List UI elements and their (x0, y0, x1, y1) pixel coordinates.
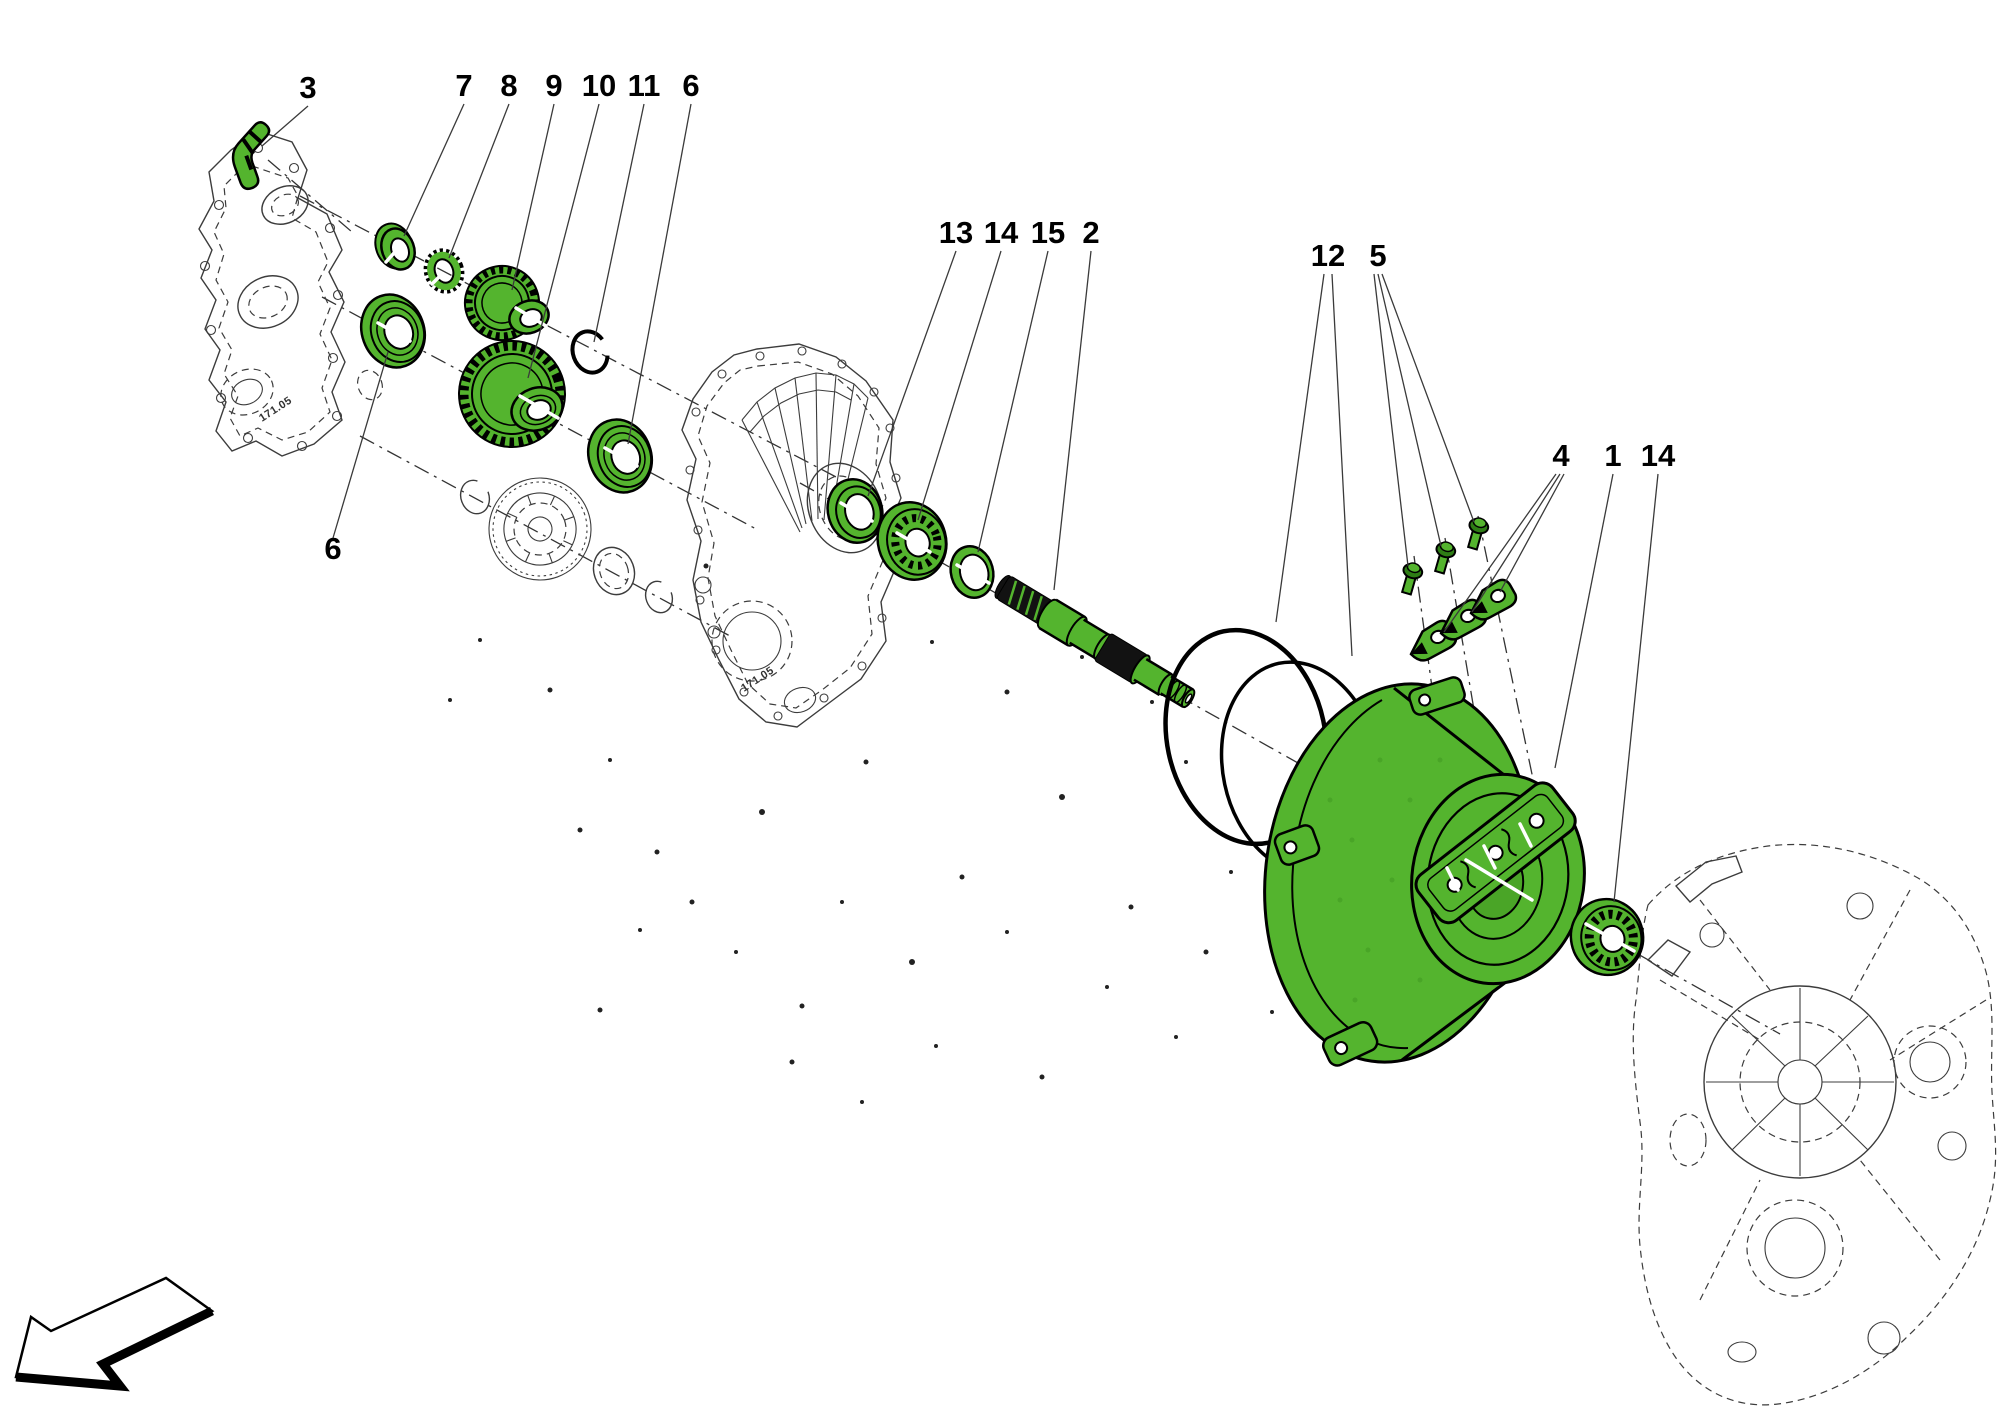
ghost-case-right (1632, 843, 1997, 1406)
direction-arrow (14, 1276, 215, 1392)
bearing-part-6-left (359, 293, 427, 369)
ghost-cover-left: 171.05 (198, 130, 346, 457)
breather-fitting-part (231, 121, 271, 191)
gear-part-9 (464, 265, 550, 341)
left-cover-table-number: 171.05 (257, 394, 294, 424)
callout-15: 15 (1031, 215, 1065, 250)
bolts-part-5 (1400, 517, 1490, 596)
input-shaft-part-2 (994, 575, 1196, 709)
callout-6-top: 6 (682, 68, 699, 103)
ghost-gear (488, 477, 592, 581)
callout-6-bottom: 6 (324, 531, 341, 566)
motor-ear-bottom (1321, 1020, 1379, 1067)
bushing-part-7 (374, 222, 416, 271)
callout-4: 4 (1552, 438, 1570, 473)
leader-lines (261, 103, 1659, 903)
case-spokes (1706, 988, 1894, 1176)
callout-3: 3 (299, 70, 316, 105)
speckles (448, 563, 1305, 1104)
callout-14-left: 14 (984, 215, 1019, 250)
ghost-gear-train (357, 369, 674, 614)
callout-13: 13 (939, 215, 973, 250)
gear-part-10 (458, 340, 566, 448)
callout-12: 12 (1311, 238, 1345, 273)
callout-1: 1 (1604, 438, 1621, 473)
callout-11: 11 (628, 68, 661, 103)
callout-10: 10 (582, 68, 616, 103)
callout-9: 9 (545, 68, 562, 103)
electric-motor-housing-part-1 (1263, 676, 1586, 1067)
callout-2: 2 (1082, 215, 1099, 250)
callout-8: 8 (500, 68, 517, 103)
lock-washer-part-8 (423, 248, 465, 294)
middle-cover-fins (741, 372, 884, 554)
ghost-cover-middle: 171.05 (681, 343, 902, 728)
terminal-squiggles (1460, 828, 1517, 889)
callout-7: 7 (455, 68, 472, 103)
motor-ear-left (1273, 824, 1321, 866)
clamps-part-4 (1409, 578, 1518, 662)
middle-cover-bolt-holes (685, 346, 901, 721)
snap-ring-part-11 (570, 329, 610, 375)
left-cover-bolt-holes (199, 142, 344, 452)
callout-5: 5 (1369, 238, 1386, 273)
callout-labels: 3 7 8 9 10 11 6 13 14 15 2 12 5 4 1 14 6 (299, 68, 1676, 566)
callout-14-right: 14 (1641, 438, 1676, 473)
motor-ear-top (1408, 676, 1466, 716)
